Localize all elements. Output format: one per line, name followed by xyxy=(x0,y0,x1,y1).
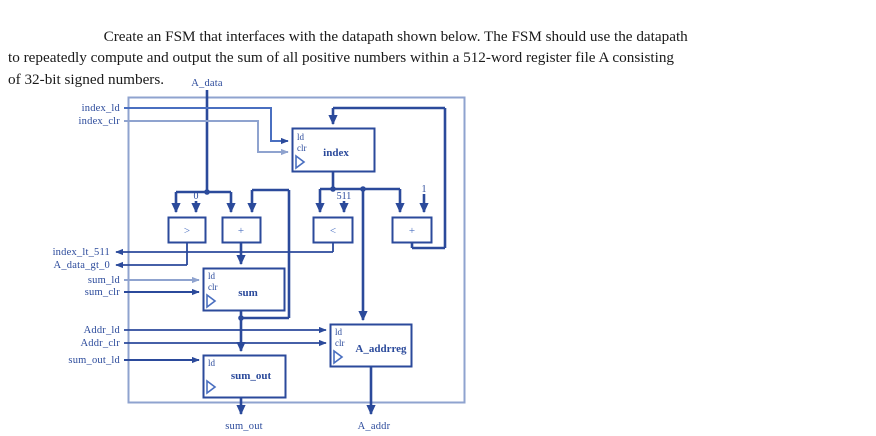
operator-symbol-gt: > xyxy=(184,225,190,237)
wire-index-clr xyxy=(124,120,289,156)
operator-box-add-index xyxy=(391,216,433,244)
constant-label-0: 0 xyxy=(194,191,199,202)
signal-label-index-clr: index_clr xyxy=(79,116,121,127)
register-a-addrreg-clr-port-label: clr xyxy=(335,338,345,348)
operator-symbol-add-sum: + xyxy=(238,225,244,237)
signal-label-addr-clr: Addr_clr xyxy=(80,338,120,349)
register-index-clock-triangle xyxy=(295,154,306,170)
signal-label-index-lt-511: index_lt_511 xyxy=(53,247,110,258)
signal-label-sum-clr: sum_clr xyxy=(85,287,121,298)
register-sum-out-clock-triangle xyxy=(206,379,217,395)
register-box-sum xyxy=(202,267,286,312)
signal-label-index-ld: index_ld xyxy=(82,103,121,114)
register-sum-out-name: sum_out xyxy=(231,370,272,382)
register-sum-clr-port-label: clr xyxy=(208,282,218,292)
prompt-line-1: Create an FSM that interfaces with the d… xyxy=(103,27,688,45)
register-sum-ld-port-label: ld xyxy=(208,271,216,281)
register-sum-clock-triangle xyxy=(206,293,217,309)
constant-label-511: 511 xyxy=(337,191,352,202)
register-sum-name: sum xyxy=(238,287,258,299)
operator-symbol-lt: < xyxy=(330,225,336,237)
register-a-addrreg-clock-triangle xyxy=(333,349,344,365)
operator-symbol-add-index: + xyxy=(409,225,415,237)
register-index-ld-port-label: ld xyxy=(297,132,305,142)
wire-index-ld xyxy=(124,107,289,145)
operator-box-add-sum xyxy=(221,216,262,244)
problem-statement: Create an FSM that interfaces with the d… xyxy=(0,0,876,90)
datapath-boundary xyxy=(127,96,466,404)
constant-label-1: 1 xyxy=(422,184,427,195)
register-index-name: index xyxy=(323,147,349,159)
signal-label-addr-ld: Addr_ld xyxy=(84,325,121,336)
signal-label-a-data: A_data xyxy=(191,78,223,89)
signal-label-a-data-gt-0: A_data_gt_0 xyxy=(54,260,110,271)
register-a-addrreg-ld-port-label: ld xyxy=(335,327,343,337)
signal-label-output-a-addr: A_addr xyxy=(358,421,391,432)
prompt-line-2: to repeatedly compute and output the sum… xyxy=(8,49,675,67)
signal-label-output-sum-out: sum_out xyxy=(225,421,263,432)
signal-label-sum-ld: sum_ld xyxy=(88,275,121,286)
operator-box-gt xyxy=(167,216,207,244)
register-box-sum-out xyxy=(202,354,287,399)
register-index-clr-port-label: clr xyxy=(297,143,307,153)
register-sum-out-ld-port-label: ld xyxy=(208,358,216,368)
signal-label-sum-out-ld: sum_out_ld xyxy=(68,355,120,366)
register-a-addrreg-name: A_addrreg xyxy=(355,343,407,355)
register-box-index xyxy=(291,127,376,173)
prompt-line-3: of 32-bit signed numbers. xyxy=(8,70,165,88)
